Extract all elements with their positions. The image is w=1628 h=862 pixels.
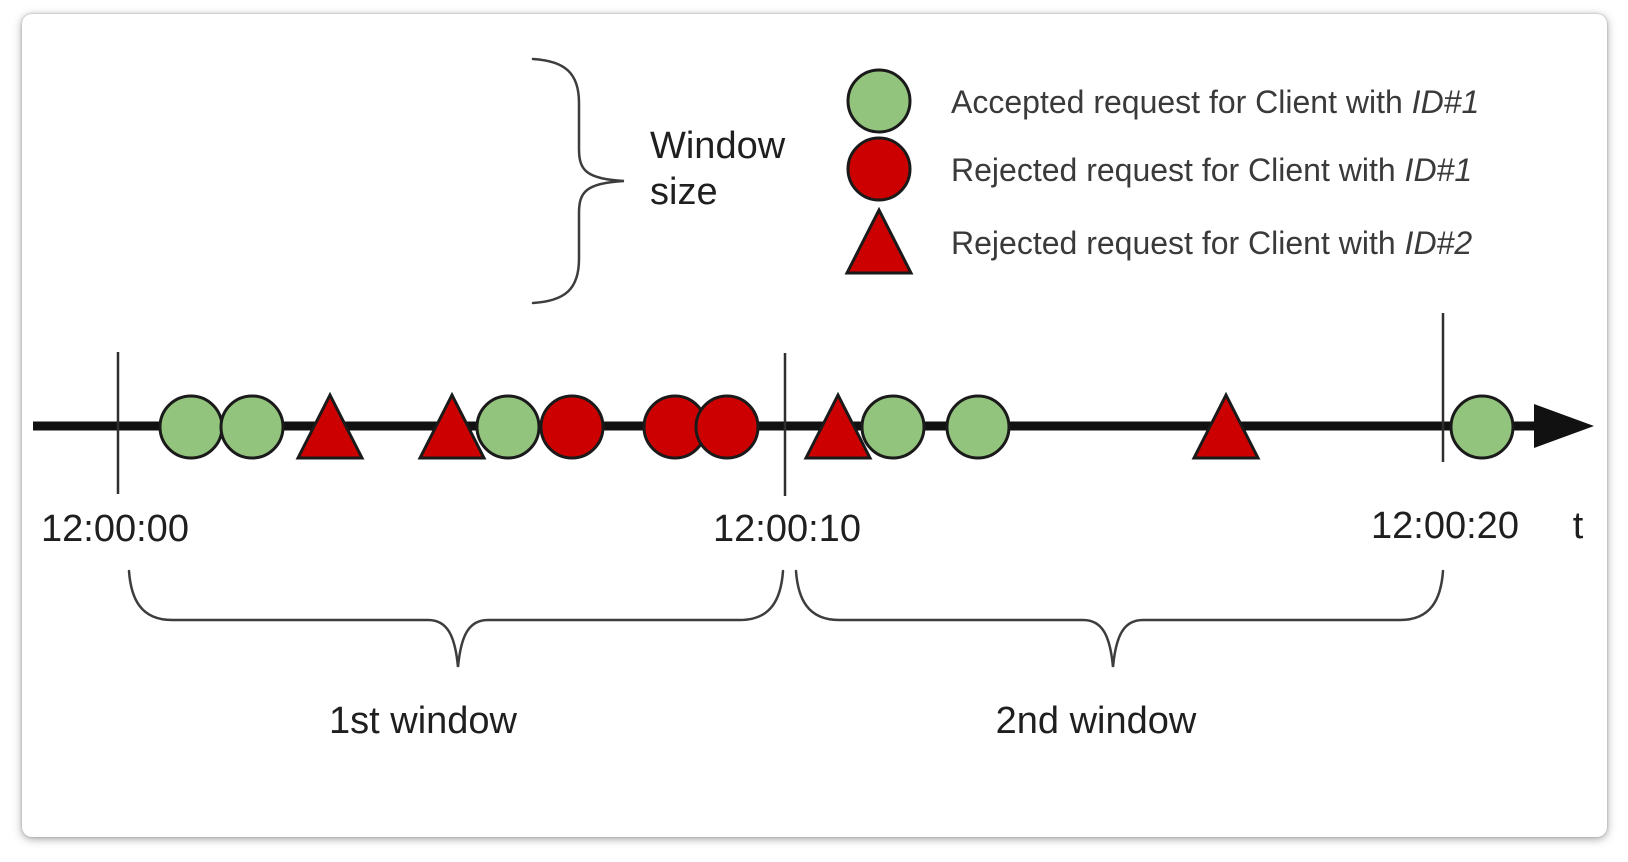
accepted-request-id1-marker [860, 394, 926, 460]
rejected-request-id2-marker [1191, 391, 1261, 460]
legend-circle-icon [846, 68, 912, 134]
second-window-brace [794, 569, 1445, 668]
accepted-request-id1-marker [219, 394, 285, 460]
timeline-arrowhead [1534, 404, 1594, 448]
rejected-request-id2-marker [295, 391, 365, 460]
window-size-label-line1: Window [650, 125, 786, 167]
accepted-request-id1-marker [158, 394, 224, 460]
rejected-request-id1-marker [539, 394, 605, 460]
accepted-request-id1-marker [1449, 394, 1515, 460]
tick-label-12-00-20: 12:00:20 [1371, 505, 1519, 547]
tick-label-12-00-10: 12:00:10 [713, 508, 861, 550]
accepted-request-id1-marker [945, 394, 1011, 460]
legend-item-label: Rejected request for Client with ID#2 [951, 225, 1472, 261]
rejected-request-id2-marker [417, 391, 487, 460]
legend: Accepted request for Client with ID#1Rej… [844, 68, 1479, 275]
timeline-event-markers [158, 391, 1515, 460]
tick-label-12-00-00: 12:00:00 [41, 508, 189, 550]
rejected-request-id2-marker [803, 391, 873, 460]
accepted-request-id1-marker [475, 394, 541, 460]
legend-circle-icon [846, 136, 912, 202]
window-size-label-line2: size [650, 171, 718, 213]
second-window-label: 2nd window [996, 700, 1197, 742]
legend-triangle-icon [844, 206, 914, 275]
legend-item-label: Accepted request for Client with ID#1 [951, 84, 1479, 120]
first-window-brace [127, 569, 785, 668]
rejected-request-id1-marker [694, 394, 760, 460]
legend-item-label: Rejected request for Client with ID#1 [951, 152, 1472, 188]
first-window-label: 1st window [329, 700, 518, 742]
time-axis-label: t [1573, 505, 1584, 547]
window-size-brace [531, 57, 625, 305]
